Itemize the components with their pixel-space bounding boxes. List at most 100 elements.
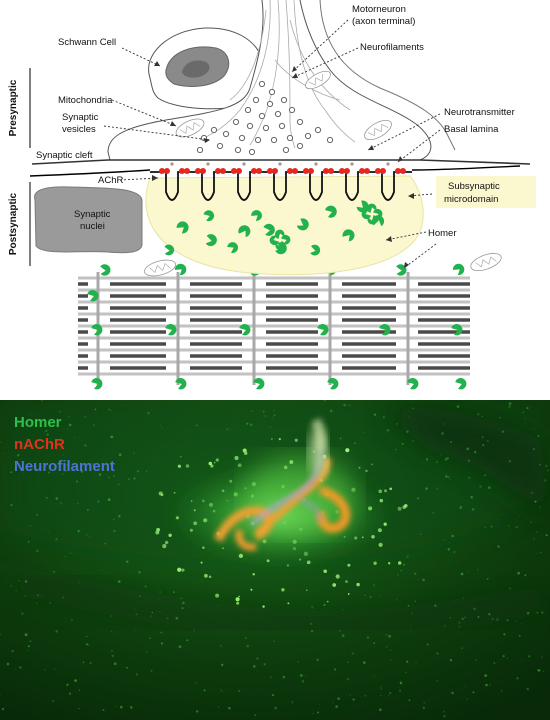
homer-punctum xyxy=(539,463,541,466)
homer-punctum xyxy=(399,681,403,685)
achr-receptors xyxy=(159,168,406,174)
homer-punctum xyxy=(546,469,549,472)
homer-punctum xyxy=(252,665,256,668)
homer-punctum xyxy=(466,447,470,451)
homer-punctum xyxy=(380,695,382,697)
homer-punctum xyxy=(493,662,496,664)
homer-punctum xyxy=(134,628,137,631)
homer-punctum xyxy=(135,613,138,615)
synaptic-vesicle xyxy=(304,132,312,140)
synaptic-cleft-label: Synaptic cleft xyxy=(36,150,93,161)
homer-punctum xyxy=(203,689,206,692)
synaptic-vesicle xyxy=(296,142,304,150)
homer-punctum xyxy=(194,682,197,684)
homer-punctum xyxy=(193,629,195,632)
homer-punctum xyxy=(246,422,249,425)
homer-punctum xyxy=(482,444,485,447)
homer-punctum xyxy=(508,525,510,527)
homer-punctum xyxy=(66,427,68,430)
homer-punctum xyxy=(238,690,241,692)
homer-punctum xyxy=(133,452,136,454)
homer-punctum xyxy=(65,464,68,466)
homer-punctum xyxy=(251,431,253,433)
homer-punctum xyxy=(541,611,544,614)
synaptic-vesicle xyxy=(266,100,274,108)
homer-punctum xyxy=(379,708,382,711)
homer-punctum xyxy=(479,485,482,488)
homer-punctum xyxy=(545,464,548,467)
homer-punctum xyxy=(88,536,91,539)
homer-punctum xyxy=(61,454,64,456)
homer-punctum xyxy=(532,448,535,451)
legend-nachr: nAChR xyxy=(14,436,65,453)
homer-punctum xyxy=(484,526,486,529)
homer-punctum xyxy=(448,476,451,479)
homer-punctum xyxy=(477,413,480,416)
homer-punctum xyxy=(436,652,439,655)
homer-punctum xyxy=(112,474,116,478)
homer-punctum xyxy=(69,552,72,555)
homer-punctum xyxy=(342,609,344,611)
homer-punctum xyxy=(234,455,239,461)
homer-punctum xyxy=(346,677,350,681)
homer-punctum xyxy=(11,649,14,653)
homer-punctum xyxy=(219,645,222,647)
homer-punctum xyxy=(443,711,445,713)
achr-receptor xyxy=(267,168,278,174)
homer-punctum xyxy=(242,448,247,453)
homer-punctum xyxy=(382,416,386,419)
achr-receptor xyxy=(251,168,262,174)
homer-punctum xyxy=(524,417,526,419)
basal-lamina-label: Basal lamina xyxy=(444,124,499,135)
homer-punctum xyxy=(396,423,398,425)
achr-receptor xyxy=(287,168,298,174)
homer-punctum xyxy=(305,589,308,592)
homer-punctum xyxy=(110,615,112,617)
homer-punctum xyxy=(159,611,161,613)
homer-punctum xyxy=(36,593,40,597)
homer-punctum xyxy=(203,573,208,578)
homer-punctum xyxy=(449,616,452,619)
homer-punctum xyxy=(530,491,534,495)
homer-punctum xyxy=(524,574,527,577)
homer-punctum xyxy=(134,609,136,611)
homer-punctum xyxy=(356,582,360,587)
synaptic-vesicle xyxy=(238,134,246,142)
homer-punctum xyxy=(319,703,321,706)
homer-protein xyxy=(407,377,419,390)
presynaptic-membrane xyxy=(31,159,531,165)
schwann-cell-inner xyxy=(182,60,210,78)
homer-protein xyxy=(342,229,355,242)
homer-punctum xyxy=(467,476,471,479)
homer-punctum xyxy=(422,706,425,709)
homer-punctum xyxy=(236,601,240,605)
homer-punctum xyxy=(537,669,541,672)
homer-punctum xyxy=(139,595,142,598)
homer-punctum xyxy=(172,591,176,594)
homer-punctum xyxy=(73,503,75,505)
homer-punctum xyxy=(528,655,531,658)
homer-punctum xyxy=(541,656,543,658)
homer-punctum xyxy=(485,683,488,687)
homer-punctum xyxy=(459,505,462,507)
homer-punctum xyxy=(74,679,77,682)
neurotransmitter-dot xyxy=(278,162,282,166)
homer-punctum xyxy=(436,487,438,490)
homer-punctum xyxy=(177,464,182,468)
homer-punctum xyxy=(516,676,519,680)
homer-punctum xyxy=(506,657,508,660)
postsynaptic-bracket: Postsynaptic xyxy=(8,182,31,266)
myofibril-lattice xyxy=(78,263,470,390)
homer-punctum xyxy=(435,461,439,464)
homer-punctum xyxy=(335,705,338,708)
homer-punctum xyxy=(501,430,505,433)
homer-punctum xyxy=(364,594,366,596)
homer-punctum xyxy=(254,714,257,717)
homer-punctum xyxy=(294,438,298,442)
achr-receptor xyxy=(303,168,314,174)
homer-punctum xyxy=(146,651,148,653)
homer-punctum xyxy=(59,449,61,451)
homer-punctum xyxy=(269,676,272,679)
homer-punctum xyxy=(536,552,538,555)
homer-punctum xyxy=(164,540,169,545)
